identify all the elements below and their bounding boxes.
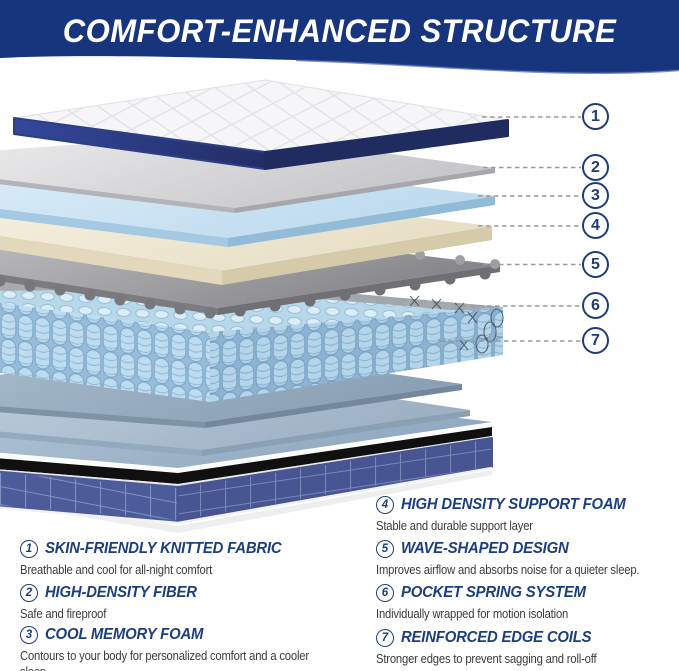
feature-heading: 1 SKIN-FRIENDLY KNITTED FABRIC	[20, 539, 355, 559]
feature-description: Breathable and cool for all-night comfor…	[20, 563, 213, 577]
feature-title: HIGH-DENSITY FIBER	[45, 584, 197, 601]
feature-description: Stronger edges to prevent sagging and ro…	[376, 652, 597, 666]
feature-number-badge: 3	[20, 626, 38, 644]
feature-description: Contours to your body for personalized c…	[20, 649, 309, 671]
feature-number-badge: 4	[376, 496, 394, 514]
callout-circle-3: 3	[582, 182, 609, 209]
feature-heading: 6 POCKET SPRING SYSTEM	[376, 583, 679, 603]
feature-number-badge: 5	[376, 540, 394, 558]
feature-description: Stable and durable support layer	[376, 519, 533, 533]
banner-shape	[0, 0, 679, 75]
feature-heading: 4 HIGH DENSITY SUPPORT FOAM	[376, 495, 679, 515]
feature-item-edge-coils: 7 REINFORCED EDGE COILS Stronger edges t…	[376, 628, 679, 667]
callout-circle-7: 7	[582, 327, 609, 354]
feature-number-badge: 2	[20, 584, 38, 602]
feature-item-support-foam: 4 HIGH DENSITY SUPPORT FOAM Stable and d…	[376, 495, 679, 534]
feature-item-memory-foam: 3 COOL MEMORY FOAM Contours to your body…	[20, 625, 355, 671]
feature-heading: 5 WAVE-SHAPED DESIGN	[376, 539, 679, 559]
callout-circle-2: 2	[582, 154, 609, 181]
edge-coils-wires	[409, 295, 504, 354]
callout-circle-4: 4	[582, 212, 609, 239]
feature-item-knitted-fabric: 1 SKIN-FRIENDLY KNITTED FABRIC Breathabl…	[20, 539, 355, 578]
feature-description: Safe and fireproof	[20, 607, 107, 621]
feature-heading: 3 COOL MEMORY FOAM	[20, 625, 355, 645]
feature-title: SKIN-FRIENDLY KNITTED FABRIC	[45, 540, 282, 557]
feature-item-pocket-springs: 6 POCKET SPRING SYSTEM Individually wrap…	[376, 583, 679, 622]
feature-item-fiber: 2 HIGH-DENSITY FIBER Safe and fireproof	[20, 583, 355, 622]
feature-title: REINFORCED EDGE COILS	[401, 629, 592, 646]
page-title: COMFORT-ENHANCED STRUCTURE	[62, 13, 617, 49]
feature-title: COOL MEMORY FOAM	[45, 626, 204, 643]
feature-title: HIGH DENSITY SUPPORT FOAM	[401, 496, 626, 513]
callout-circle-5: 5	[582, 251, 609, 278]
feature-item-wave-design: 5 WAVE-SHAPED DESIGN Improves airflow an…	[376, 539, 679, 578]
callout-circle-6: 6	[582, 292, 609, 319]
layer-1-knitted-fabric-top	[13, 79, 509, 170]
feature-description: Individually wrapped for motion isolatio…	[376, 607, 569, 621]
feature-title: WAVE-SHAPED DESIGN	[401, 540, 569, 557]
feature-description: Improves airflow and absorbs noise for a…	[376, 563, 640, 577]
feature-title: POCKET SPRING SYSTEM	[401, 584, 586, 601]
feature-number-badge: 7	[376, 629, 394, 647]
callout-circle-1: 1	[582, 103, 609, 130]
leader-lines	[440, 116, 581, 342]
feature-heading: 2 HIGH-DENSITY FIBER	[20, 583, 355, 603]
feature-number-badge: 1	[20, 540, 38, 558]
feature-heading: 7 REINFORCED EDGE COILS	[376, 628, 679, 648]
feature-number-badge: 6	[376, 584, 394, 602]
